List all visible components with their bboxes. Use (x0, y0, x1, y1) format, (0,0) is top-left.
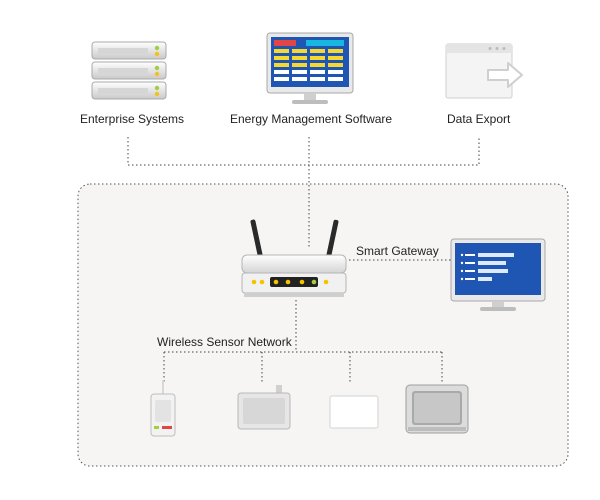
box-sensor-icon (236, 385, 292, 438)
flat-sensor-icon (328, 394, 380, 435)
window-export-icon (444, 42, 532, 107)
label-energy-management-software: Energy Management Software (230, 112, 393, 126)
monitor-bars-icon (450, 238, 546, 317)
slim-sensor-icon (148, 380, 178, 443)
monitor-dashboard-icon (266, 32, 354, 111)
label-wireless-sensor-network: Wireless Sensor Network (157, 335, 292, 349)
thermostat-panel-icon (404, 383, 470, 440)
wifi-router-icon (240, 217, 348, 308)
label-smart-gateway: Smart Gateway (356, 244, 439, 258)
label-enterprise-systems: Enterprise Systems (80, 112, 185, 126)
server-rack-icon (90, 40, 168, 107)
label-data-export: Data Export (447, 112, 511, 126)
dotted-links (127, 137, 480, 383)
